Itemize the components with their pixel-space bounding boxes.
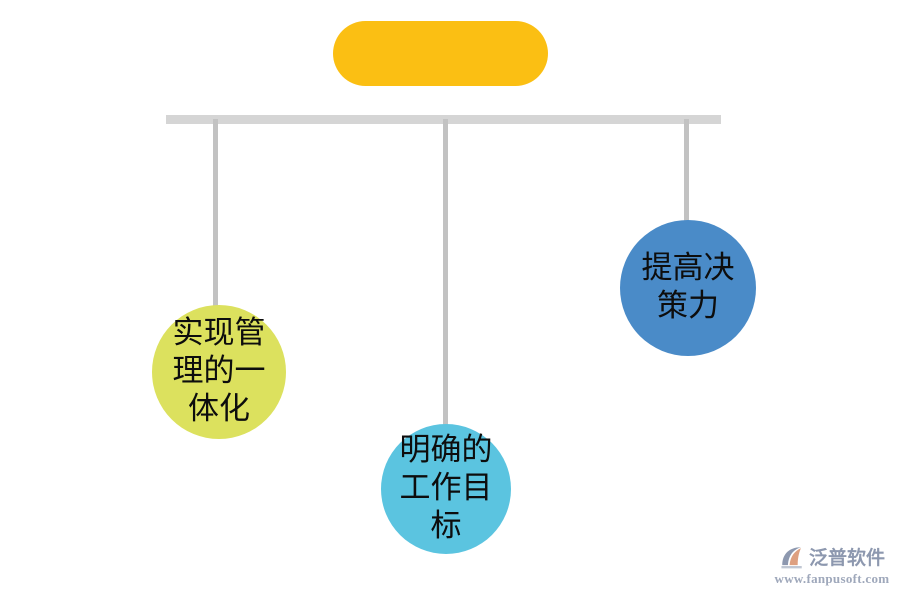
watermark-brand-text: 泛普软件 — [808, 547, 885, 569]
node-circle-2: 明确的工作目标 — [381, 424, 511, 554]
fanpu-logo-icon — [781, 546, 802, 568]
watermark: 泛普软件 www.fanpusoft.com — [772, 536, 892, 594]
node-circle-1: 实现管理的一体化 — [152, 305, 286, 439]
node-label-1: 实现管理的一体化 — [172, 315, 266, 427]
node-label-3: 提高决策力 — [641, 250, 735, 324]
node-circle-3: 提高决策力 — [620, 220, 756, 356]
header-node — [333, 21, 548, 86]
watermark-url: www.fanpusoft.com — [774, 571, 890, 586]
watermark-brand-row: 泛普软件 — [779, 543, 885, 570]
connector-line-1 — [213, 119, 218, 315]
connector-line-2 — [443, 119, 448, 436]
node-label-2: 明确的工作目标 — [399, 432, 493, 544]
connector-line-3 — [684, 119, 689, 230]
